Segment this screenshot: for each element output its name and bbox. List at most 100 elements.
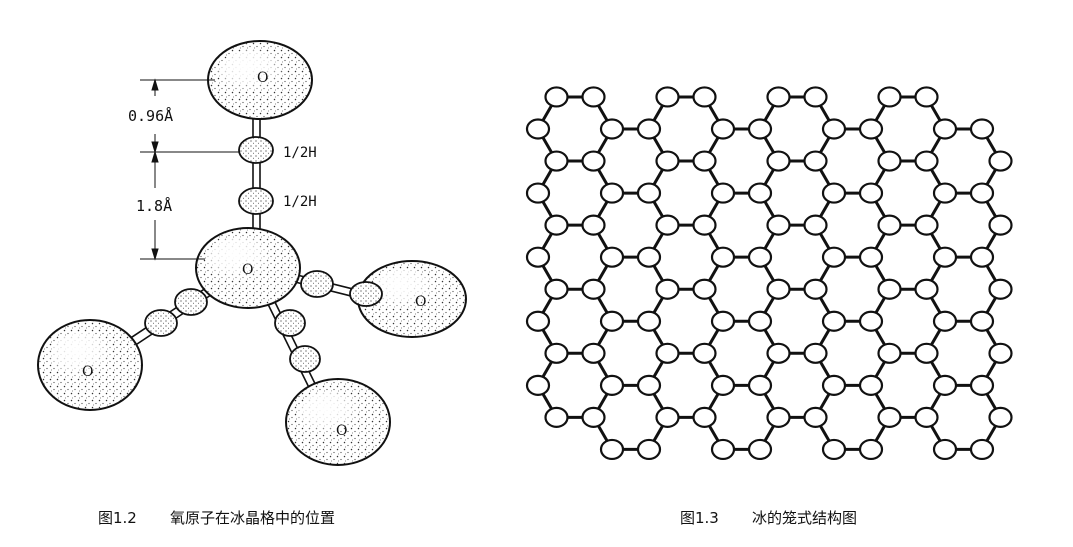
lattice-node xyxy=(988,406,1013,428)
lattice-node xyxy=(581,214,606,236)
lattice-node xyxy=(914,278,939,300)
oxygen-label: O xyxy=(257,70,268,86)
hydrogen-atom xyxy=(289,345,321,373)
lattice-node xyxy=(766,406,791,428)
lattice-node xyxy=(821,182,847,204)
caption-number-right: 图1.3 xyxy=(680,509,719,527)
lattice-node xyxy=(803,150,828,172)
lattice-node xyxy=(914,86,939,108)
hydrogen-atom xyxy=(238,136,274,164)
lattice-node xyxy=(636,246,662,268)
bond-length-upper-label: 0.96Å xyxy=(128,106,173,125)
hydrogen-atom xyxy=(238,187,274,215)
lattice-node xyxy=(636,182,662,204)
bond-length-lower-label: 1.8Å xyxy=(136,196,172,215)
lattice-node xyxy=(581,278,606,300)
lattice-node xyxy=(525,182,551,204)
lattice-node xyxy=(821,438,847,461)
lattice-node xyxy=(710,374,736,396)
ice-cage-structure-figure: 图1.3 冰的笼式结构图 xyxy=(525,86,1013,527)
lattice-node xyxy=(692,342,717,364)
lattice-node xyxy=(858,246,884,268)
hydrogen-atom xyxy=(274,309,306,337)
hydrogen-label-1: 1/2H xyxy=(283,145,317,161)
lattice-node xyxy=(747,246,773,268)
dimension-lines xyxy=(140,78,240,261)
lattice-node xyxy=(599,374,625,396)
lattice-node xyxy=(988,278,1013,300)
lattice-node xyxy=(636,310,662,332)
hydrogen-atom xyxy=(349,281,383,307)
lattice-node xyxy=(914,406,939,428)
lattice-node xyxy=(914,342,939,364)
lattice-node xyxy=(710,118,736,140)
figure-caption-left: 图1.2 氧原子在冰晶格中的位置 xyxy=(98,509,335,527)
lattice-node xyxy=(877,406,902,428)
hydrogen-atom xyxy=(144,309,178,337)
lattice-node xyxy=(766,278,791,300)
lattice-node xyxy=(599,310,625,332)
lattice-node xyxy=(858,182,884,204)
lattice-node xyxy=(544,150,569,172)
lattice-node xyxy=(803,342,828,364)
lattice-node xyxy=(525,118,551,140)
lattice-node xyxy=(858,118,884,140)
lattice-node xyxy=(581,406,606,428)
lattice-node xyxy=(655,214,680,236)
caption-text-right: 冰的笼式结构图 xyxy=(752,509,857,527)
lattice-node xyxy=(969,182,995,204)
lattice-node xyxy=(544,278,569,300)
lattice-node xyxy=(655,278,680,300)
lattice-node xyxy=(766,150,791,172)
lattice-node xyxy=(858,374,884,396)
oxygen-atom-top: O xyxy=(207,40,313,120)
lattice-node xyxy=(544,342,569,364)
figure-caption-right: 图1.3 冰的笼式结构图 xyxy=(680,509,857,527)
lattice-node xyxy=(636,438,662,461)
lattice-node xyxy=(581,150,606,172)
lattice-node xyxy=(988,214,1013,236)
lattice-node xyxy=(932,182,958,204)
hydrogen-atom xyxy=(174,288,208,316)
lattice-node xyxy=(692,278,717,300)
lattice-node xyxy=(710,246,736,268)
lattice-node xyxy=(599,118,625,140)
lattice-node xyxy=(932,374,958,396)
lattice-node xyxy=(710,438,736,461)
lattice-node xyxy=(544,214,569,236)
lattice-node xyxy=(747,118,773,140)
lattice-node xyxy=(969,118,995,140)
lattice-node xyxy=(914,214,939,236)
lattice-node xyxy=(969,246,995,268)
lattice-node xyxy=(877,150,902,172)
lattice-node xyxy=(914,150,939,172)
lattice-node xyxy=(969,374,995,396)
lattice-node xyxy=(932,438,958,461)
lattice-node xyxy=(766,214,791,236)
oxygen-atom-right: O xyxy=(357,260,467,338)
lattice-node xyxy=(544,86,569,108)
lattice-node xyxy=(710,182,736,204)
lattice-node xyxy=(692,214,717,236)
lattice-node xyxy=(803,86,828,108)
lattice-node xyxy=(747,374,773,396)
lattice-node xyxy=(766,86,791,108)
lattice-node xyxy=(599,438,625,461)
lattice-node xyxy=(969,438,995,461)
oxygen-label: O xyxy=(82,364,93,380)
lattice-node xyxy=(636,118,662,140)
lattice-node xyxy=(877,342,902,364)
lattice-node xyxy=(655,406,680,428)
lattice-node xyxy=(692,406,717,428)
hydrogen-atom xyxy=(300,270,334,298)
caption-number-left: 图1.2 xyxy=(98,509,137,527)
lattice-node xyxy=(525,310,551,332)
lattice-node xyxy=(988,342,1013,364)
lattice-node xyxy=(581,86,606,108)
lattice-node xyxy=(969,310,995,332)
lattice-node xyxy=(803,214,828,236)
lattice-bonds xyxy=(536,95,1002,451)
lattice-node xyxy=(692,150,717,172)
lattice-node xyxy=(692,86,717,108)
